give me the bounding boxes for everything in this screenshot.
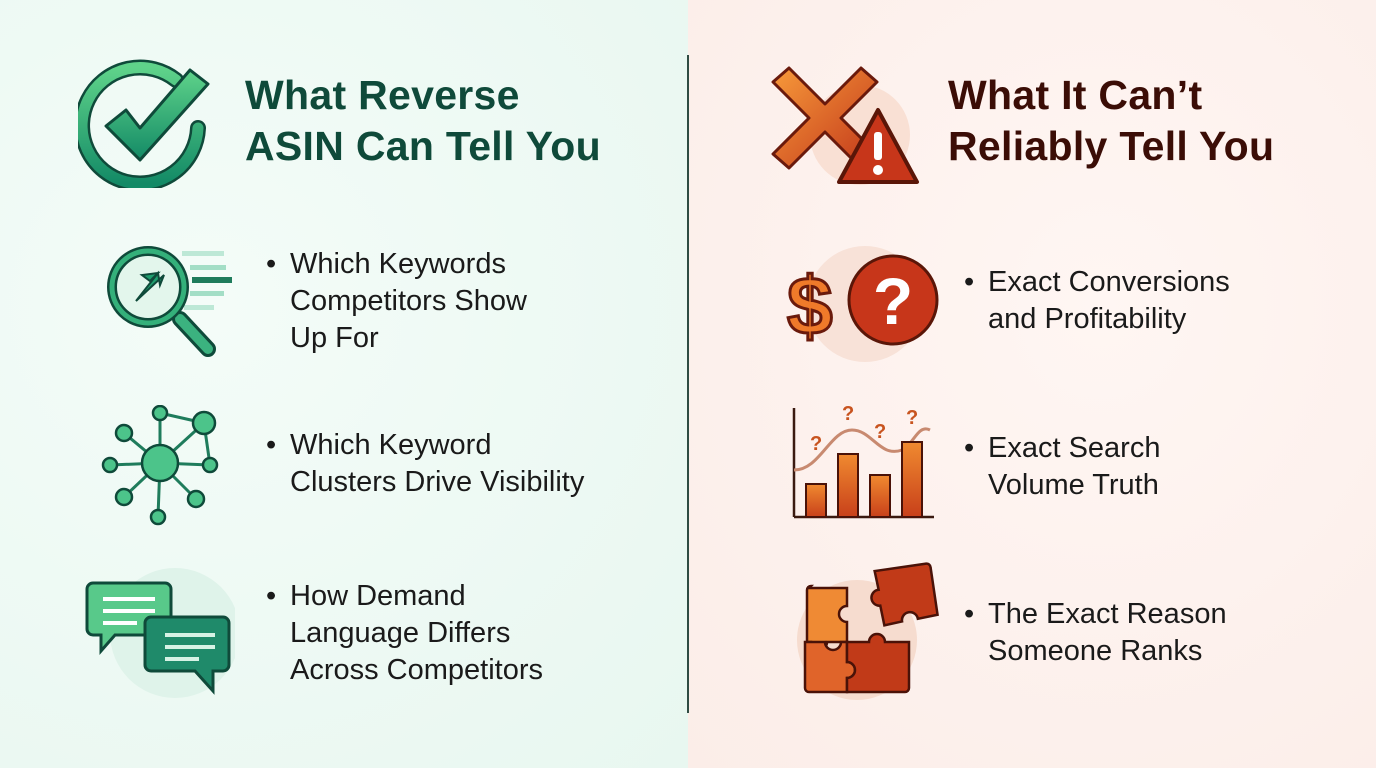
- item-line: Exact Search: [988, 432, 1161, 464]
- magnifier-cursor-icon: [107, 246, 232, 357]
- bullet: •: [266, 580, 277, 612]
- svg-text:?: ?: [842, 403, 854, 425]
- bullet: •: [964, 598, 975, 630]
- item-line: and Profitability: [988, 303, 1187, 335]
- list-item: • Which Keyword Clusters Drive Visibilit…: [266, 427, 585, 501]
- list-item: • The Exact Reason Someone Ranks: [964, 596, 1227, 670]
- list-item: • How Demand Language Differs Across Com…: [266, 578, 544, 689]
- title-line: What Reverse: [245, 72, 520, 118]
- bar-chart-question-icon: ????: [792, 403, 934, 519]
- item-line: Exact Conversions: [988, 266, 1230, 298]
- svg-text:?: ?: [906, 407, 918, 429]
- x-warning-icon: [771, 66, 919, 185]
- item-line: Someone Ranks: [988, 635, 1203, 667]
- dollar-question-icon: $ ?: [786, 246, 939, 362]
- svg-text:?: ?: [873, 264, 913, 338]
- bullet: •: [964, 266, 975, 298]
- bullet: •: [266, 429, 277, 461]
- svg-text:?: ?: [810, 433, 822, 455]
- divider: [687, 55, 689, 713]
- chat-bubbles-icon: [85, 568, 235, 698]
- svg-text:?: ?: [874, 421, 886, 443]
- item-line: Up For: [290, 322, 379, 354]
- network-nodes-icon: [101, 405, 219, 526]
- title-line: ASIN Can Tell You: [245, 123, 601, 169]
- item-line: Across Competitors: [290, 654, 544, 686]
- list-item: • Exact Conversions and Profitability: [964, 264, 1230, 338]
- item-line: How Demand: [290, 580, 466, 612]
- left-title: What Reverse ASIN Can Tell You: [245, 70, 601, 172]
- right-title: What It Can’t Reliably Tell You: [948, 70, 1274, 172]
- item-line: Volume Truth: [988, 469, 1159, 501]
- check-circle-icon: [78, 59, 210, 188]
- item-line: The Exact Reason: [988, 598, 1227, 630]
- item-line: Which Keyword: [290, 429, 492, 461]
- item-line: Competitors Show: [290, 285, 527, 317]
- item-line: Language Differs: [290, 617, 511, 649]
- bullet: •: [266, 248, 277, 280]
- svg-text:$: $: [787, 261, 833, 352]
- list-item: • Which Keywords Competitors Show Up For: [266, 246, 527, 357]
- bullet: •: [964, 432, 975, 464]
- item-line: Which Keywords: [290, 248, 506, 280]
- puzzle-icon: [797, 562, 939, 700]
- item-line: Clusters Drive Visibility: [290, 466, 585, 498]
- list-item: • Exact Search Volume Truth: [964, 430, 1161, 504]
- title-line: Reliably Tell You: [948, 123, 1275, 169]
- title-line: What It Can’t: [948, 72, 1203, 118]
